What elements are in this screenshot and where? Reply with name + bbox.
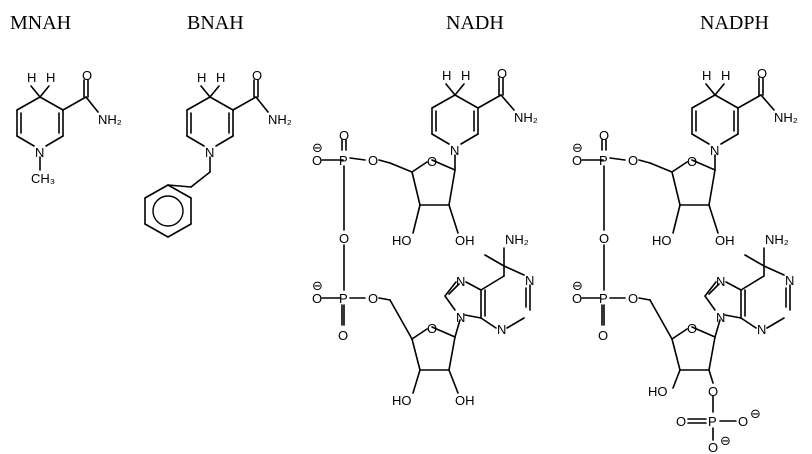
nadph-2p-o-minus2: O: [708, 440, 718, 454]
nadph-2p-minus2: ⊖: [720, 433, 731, 448]
nadh-pyridine-n: N: [450, 143, 459, 158]
mnah-h1: H: [27, 70, 36, 85]
title-mnah: MNAH: [10, 12, 72, 34]
nadh-bridge-o: O: [339, 231, 349, 246]
nadh-phosphate-bonds: [321, 139, 366, 326]
nadh-nicotinamide-bonds: [431, 77, 515, 171]
nadh-ribose1-o: O: [427, 154, 437, 169]
nadph-2-phosphate-bonds: [687, 395, 737, 441]
nadph-2p-p: P: [708, 414, 717, 429]
nadph-ribose1-o: O: [687, 154, 697, 169]
nadh-p1: P: [339, 153, 348, 168]
nadph-bridge-o: O: [599, 231, 609, 246]
nadph-o-minus2: O: [572, 291, 582, 306]
nadh-oh2: OH: [455, 393, 475, 408]
bnah-o: O: [252, 68, 262, 83]
nadh-adenine-n3: N: [497, 322, 506, 337]
bnah-h2: H: [216, 70, 225, 85]
mnah-h2: H: [46, 70, 55, 85]
mnah-n: N: [35, 145, 44, 160]
nadph-adenine-bonds: [704, 247, 791, 338]
mnah-nh2: NH₂: [98, 112, 122, 127]
nadh-h2: H: [461, 68, 470, 83]
nadh-p1-o-top: O: [339, 128, 349, 143]
nadph-2-o: O: [708, 384, 718, 399]
nadph-adenine-n9: N: [716, 310, 725, 325]
mnah-structure: H H O NH₂ N CH₃: [16, 68, 122, 186]
bnah-structure: H H O NH₂ N: [144, 68, 292, 238]
nadph-amide-o: O: [757, 66, 767, 81]
nadph-adenine-n1: N: [785, 273, 794, 288]
nadph-2p-o-minus1: O: [738, 414, 748, 429]
nadph-adenine-nh2: NH₂: [765, 232, 789, 247]
nadph-adenine-n3: N: [757, 322, 766, 337]
nadph-o-minus1: O: [572, 153, 582, 168]
title-nadph: NADPH: [700, 12, 769, 34]
nadh-p2-o-ester: O: [368, 291, 378, 306]
nadph-p1: P: [599, 153, 608, 168]
bnah-aromatic-ring: [152, 195, 184, 227]
nadh-minus1: ⊖: [312, 140, 323, 155]
nadh-p1-o-ester: O: [368, 153, 378, 168]
nadh-p2: P: [339, 291, 348, 306]
nadh-oh1: OH: [455, 233, 475, 248]
nadh-minus2: ⊖: [312, 278, 323, 293]
nadph-ho1: HO: [652, 233, 672, 248]
mnah-o: O: [82, 68, 92, 83]
nadph-h1: H: [702, 68, 711, 83]
nadph-adenine-n7: N: [716, 274, 725, 289]
nadph-phosphate-bonds: [581, 139, 626, 326]
nadh-o-minus2: O: [312, 291, 322, 306]
mnah-ch3: CH₃: [31, 171, 55, 186]
nadph-p1-o-top: O: [599, 128, 609, 143]
title-nadh: NADH: [446, 12, 504, 34]
bnah-bonds: [144, 79, 269, 238]
bnah-nh2: NH₂: [268, 112, 292, 127]
nadph-h2: H: [721, 68, 730, 83]
nadh-ribose1-bonds: [378, 159, 459, 234]
nadh-p2-o-bottom: O: [338, 328, 348, 343]
nadph-ribose2-o: O: [687, 321, 697, 336]
nadh-h1: H: [442, 68, 451, 83]
nadph-p1-o-ester: O: [628, 153, 638, 168]
nadh-adenine-n1: N: [525, 273, 534, 288]
nadh-amide-o: O: [497, 66, 507, 81]
nadph-minus2: ⊖: [572, 278, 583, 293]
nadh-ho1: HO: [392, 233, 412, 248]
nadh-ho2: HO: [392, 393, 412, 408]
title-bnah: BNAH: [187, 12, 244, 34]
nadh-adenine-nh2: NH₂: [505, 232, 529, 247]
nadh-adenine-n9: N: [456, 310, 465, 325]
nadph-ribose2-bonds: [638, 297, 716, 389]
nadph-2p-o-double: O: [676, 414, 686, 429]
nadph-ho2: HO: [648, 384, 668, 399]
nadph-2p-minus1: ⊖: [750, 406, 761, 421]
nadph-minus1: ⊖: [572, 140, 583, 155]
nadph-p2: P: [599, 291, 608, 306]
nadph-ribose1-bonds: [638, 159, 719, 234]
nadph-amide-nh2: NH₂: [774, 110, 798, 125]
bnah-h1: H: [197, 70, 206, 85]
nadh-o-minus1: O: [312, 153, 322, 168]
nadph-structure: H H O NH₂ N O HO OH ⊖ O P O O O ⊖ O P O …: [572, 66, 798, 454]
nadh-structure: H H O NH₂ N O HO OH ⊖ O P O O O ⊖ O P O …: [312, 66, 538, 408]
nadh-ribose2-o: O: [427, 321, 437, 336]
nadph-pyridine-n: N: [710, 143, 719, 158]
nadph-p2-o-bottom: O: [598, 328, 608, 343]
nadh-amide-nh2: NH₂: [514, 110, 538, 125]
nadh-adenine-n7: N: [456, 274, 465, 289]
nadph-p2-o-ester: O: [628, 291, 638, 306]
nadh-adenine-bonds: [444, 247, 531, 338]
nadph-oh1: OH: [715, 233, 735, 248]
bnah-n: N: [205, 145, 214, 160]
nadph-nicotinamide-bonds: [691, 77, 775, 171]
mnah-bonds: [16, 79, 99, 171]
nadh-ribose2-bonds: [378, 297, 459, 394]
